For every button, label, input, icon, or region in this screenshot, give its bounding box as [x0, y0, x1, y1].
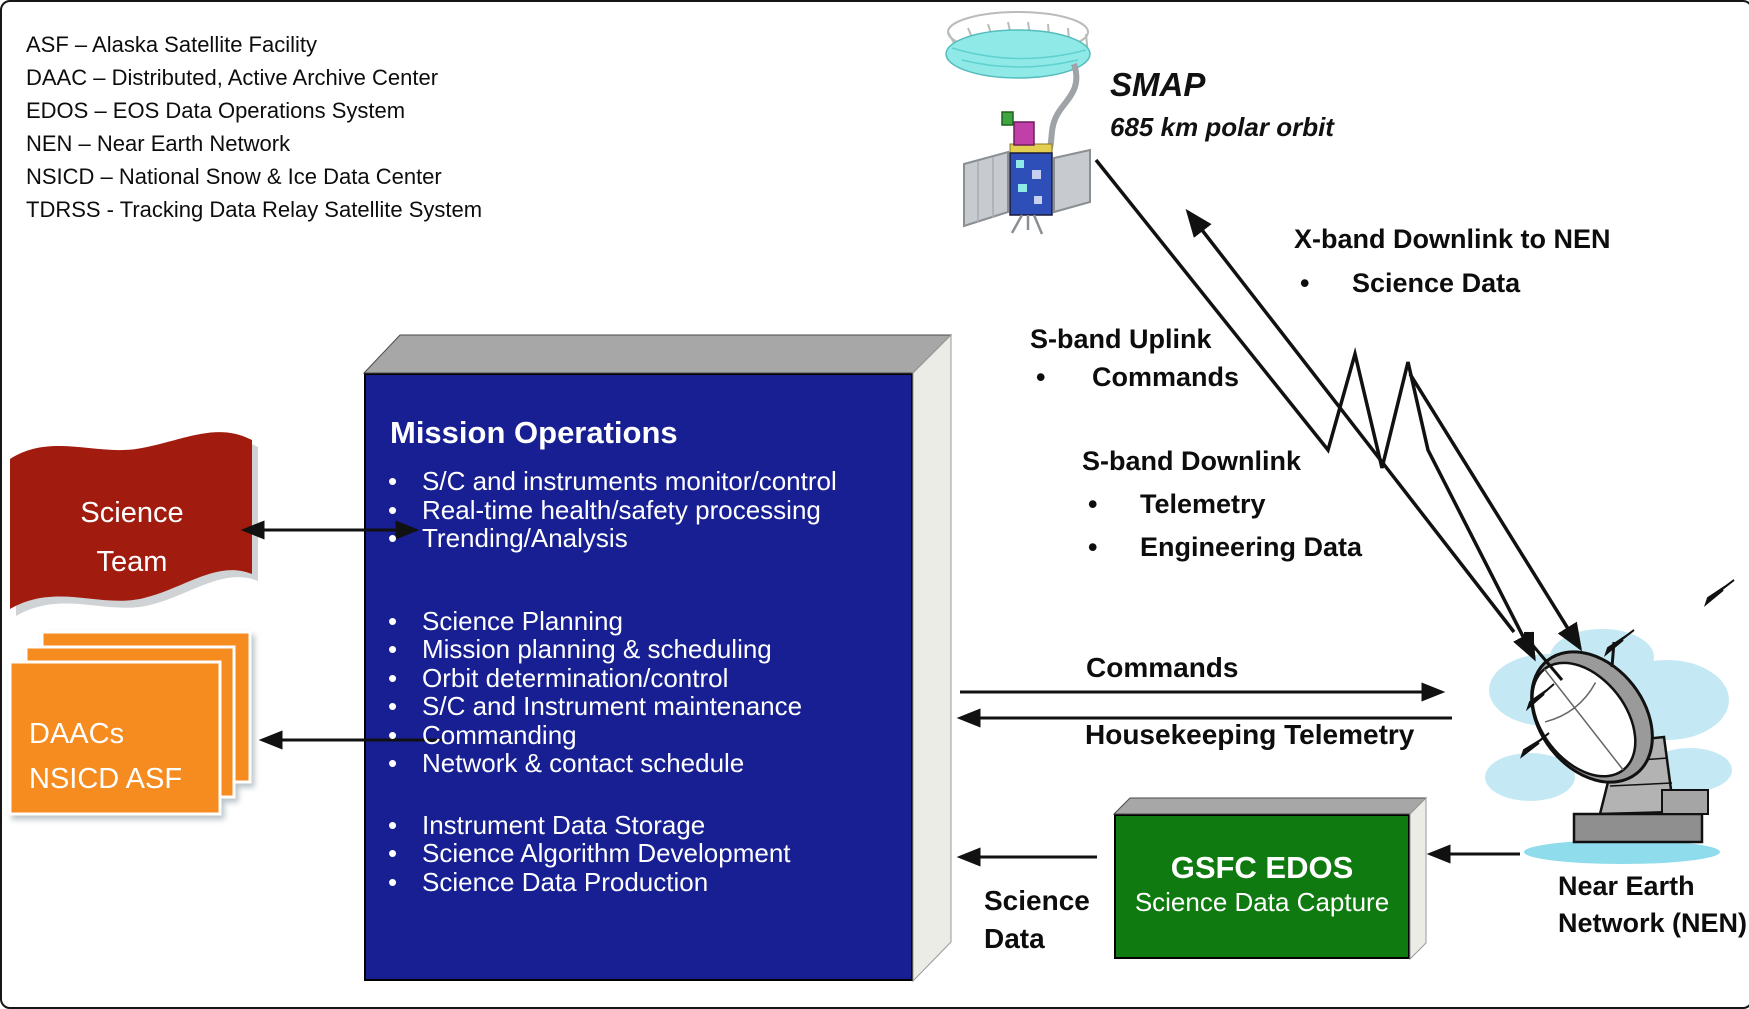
sband-uplink-title: S-band Uplink: [1030, 324, 1212, 354]
smap-orbit-label: 685 km polar orbit: [1110, 112, 1334, 142]
mission-ops-bullet: Orbit determination/control: [364, 663, 913, 693]
gsfc-edos-label: GSFC EDOS Science Data Capture: [1134, 850, 1390, 918]
mission-ops-bullet: Trending/Analysis: [364, 524, 913, 553]
mission-ops-group-3: Instrument Data StorageScience Algorithm…: [364, 810, 913, 897]
xband-bullet: Science Data: [1294, 268, 1611, 299]
commands-label: Commands: [1086, 652, 1239, 683]
mission-ops-bullet: S/C and instruments monitor/control: [364, 467, 913, 496]
sband-downlink-block: S-band Downlink TelemetryEngineering Dat…: [1082, 446, 1362, 563]
nen-ground-station-illustration: [1485, 579, 1735, 864]
sband-uplink-bullet: Commands: [1030, 362, 1239, 393]
mission-ops-bullet: Commanding: [364, 720, 913, 750]
xband-downlink-block: X-band Downlink to NEN Science Data: [1294, 224, 1611, 299]
sband-uplink-block: S-band Uplink Commands: [1030, 324, 1239, 393]
housekeeping-telemetry-label: Housekeeping Telemetry: [1085, 719, 1415, 750]
sband-downlink-title: S-band Downlink: [1082, 446, 1301, 476]
mission-ops-group-1: S/C and instruments monitor/controlReal-…: [364, 467, 913, 553]
legend-item: TDRSS - Tracking Data Relay Satellite Sy…: [26, 197, 483, 222]
mission-operations-content: Mission Operations S/C and instruments m…: [364, 373, 913, 981]
science-data-label: Science Data: [984, 885, 1090, 954]
mission-ops-bullet: Mission planning & scheduling: [364, 635, 913, 664]
mission-ops-bullet: Real-time health/safety processing: [364, 495, 913, 525]
arrow-downlink-2: [1408, 373, 1583, 652]
mission-operations-title: Mission Operations: [390, 415, 678, 450]
mission-ops-bullet: Science Data Production: [364, 867, 913, 897]
mission-ops-bullet: Science Algorithm Development: [364, 839, 913, 868]
legend-item: NEN – Near Earth Network: [26, 131, 291, 156]
legend-item: ASF – Alaska Satellite Facility: [26, 32, 318, 57]
smap-satellite-illustration: [945, 11, 1091, 235]
gsfc-edos-box: [1114, 814, 1410, 959]
mission-ops-group-2: Science PlanningMission planning & sched…: [364, 606, 913, 778]
science-team-label: Science Team: [80, 497, 184, 578]
mission-ops-bullet: Science Planning: [364, 606, 913, 636]
sband-downlink-bullet: Telemetry: [1082, 489, 1362, 520]
sband-downlink-bullet: Engineering Data: [1082, 532, 1362, 563]
smap-label: SMAP: [1110, 66, 1206, 103]
legend-item: DAAC – Distributed, Active Archive Cente…: [26, 65, 439, 90]
legend-item: NSICD – National Snow & Ice Data Center: [26, 164, 442, 189]
mission-ops-bullet: Instrument Data Storage: [364, 810, 913, 840]
near-earth-network-label: Near Earth Network (NEN): [1558, 871, 1748, 938]
xband-downlink-title: X-band Downlink to NEN: [1294, 224, 1611, 254]
daacs-label: DAACs NSICD ASF: [29, 718, 183, 795]
mission-ops-bullet: Network & contact schedule: [364, 749, 913, 778]
mission-ops-bullet: S/C and Instrument maintenance: [364, 692, 913, 721]
legend-item: EDOS – EOS Data Operations System: [26, 98, 406, 123]
